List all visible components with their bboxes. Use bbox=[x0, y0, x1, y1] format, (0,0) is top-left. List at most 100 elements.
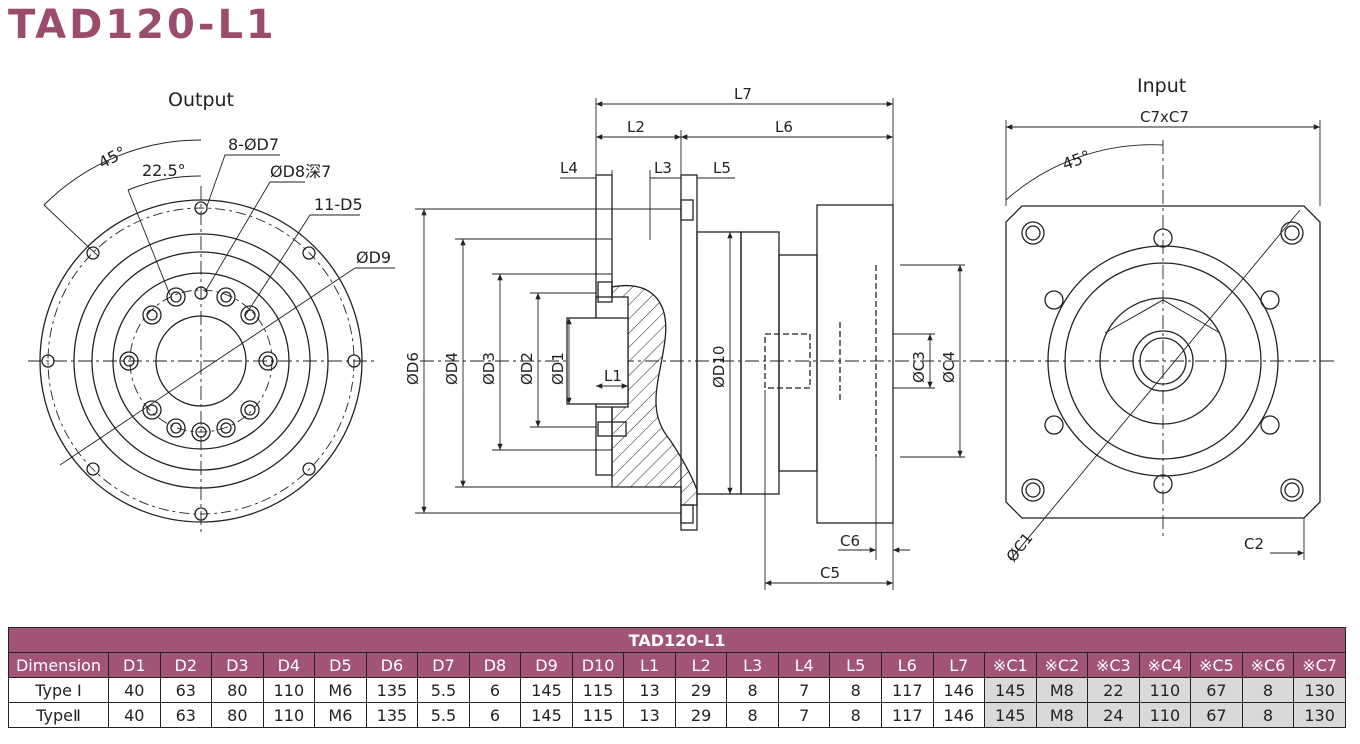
table-cell: 22 bbox=[1087, 677, 1140, 703]
c7xc7-label: C7xC7 bbox=[1140, 108, 1189, 126]
table-cell: 63 bbox=[159, 677, 213, 703]
table-cell: 29 bbox=[674, 677, 728, 703]
inner-holes bbox=[119, 286, 278, 442]
table-cell: 117 bbox=[880, 702, 934, 728]
c6-label: C6 bbox=[840, 532, 860, 550]
d4-label: ØD4 bbox=[443, 352, 461, 385]
table-header-cell: Dimension bbox=[8, 652, 109, 678]
table-cell: 135 bbox=[365, 702, 419, 728]
table-header-cell: L7 bbox=[932, 652, 986, 678]
table-header-cell: L4 bbox=[777, 652, 831, 678]
table-cell: 145 bbox=[520, 677, 573, 703]
technical-drawing: Output bbox=[28, 75, 1335, 590]
c5-label: C5 bbox=[820, 564, 840, 582]
table-cell: 146 bbox=[932, 702, 986, 728]
table-cell: 115 bbox=[571, 677, 625, 703]
table-cell: 7 bbox=[777, 702, 831, 728]
table-cell: 40 bbox=[108, 702, 161, 728]
table-cell: 110 bbox=[262, 677, 316, 703]
table-cell: 24 bbox=[1087, 702, 1140, 728]
table-title: TAD120-L1 bbox=[8, 627, 1346, 653]
table-header-cell: D4 bbox=[262, 652, 316, 678]
hole-d8-label: ØD8深7 bbox=[270, 162, 331, 181]
table-cell: 7 bbox=[777, 677, 831, 703]
table-cell: 5.5 bbox=[417, 702, 470, 728]
table-cell: 110 bbox=[262, 702, 316, 728]
table-cell: 67 bbox=[1190, 677, 1243, 703]
table-cell: 145 bbox=[984, 677, 1037, 703]
output-view: Output bbox=[28, 89, 395, 536]
table-cell: M6 bbox=[314, 677, 367, 703]
d6-label: ØD6 bbox=[404, 352, 422, 385]
table-cell: 130 bbox=[1293, 702, 1346, 728]
table-cell: 8 bbox=[1241, 702, 1295, 728]
table-header-cell: ※C1 bbox=[984, 652, 1037, 678]
dia-d9-label: ØD9 bbox=[356, 248, 391, 267]
outer-holes bbox=[41, 201, 361, 521]
l2-label: L2 bbox=[627, 118, 645, 136]
table-cell: 115 bbox=[571, 702, 625, 728]
table-header-cell: ※C3 bbox=[1087, 652, 1140, 678]
table-cell: 63 bbox=[159, 702, 213, 728]
table-header-cell: ※C4 bbox=[1138, 652, 1192, 678]
table-cell: 13 bbox=[623, 702, 676, 728]
l6-label: L6 bbox=[775, 118, 793, 136]
table-cell: 145 bbox=[984, 702, 1037, 728]
corner-holes bbox=[1021, 221, 1304, 502]
input-label: Input bbox=[1137, 75, 1186, 97]
table-cell: 110 bbox=[1138, 702, 1192, 728]
table-header-cell: ※C2 bbox=[1035, 652, 1089, 678]
page-title: TAD120-L1 bbox=[8, 2, 277, 48]
table-cell: M8 bbox=[1035, 677, 1089, 703]
holes-d5-label: 11-D5 bbox=[314, 195, 363, 214]
d10-label: ØD10 bbox=[710, 346, 728, 388]
table-header-cell: ※C5 bbox=[1190, 652, 1243, 678]
table-cell: 117 bbox=[880, 677, 934, 703]
c3-label: ØC3 bbox=[910, 351, 928, 383]
table-header-cell: ※C7 bbox=[1293, 652, 1346, 678]
socket-screws bbox=[1044, 228, 1280, 494]
side-view: L7 L2 L6 L4 L3 L5 L1 ØD6 ØD4 ØD3 ØD2 ØD1… bbox=[404, 85, 1000, 590]
table-header-cell: L3 bbox=[726, 652, 779, 678]
table-cell: 40 bbox=[108, 677, 161, 703]
c2-label: C2 bbox=[1244, 535, 1264, 553]
l5-label: L5 bbox=[713, 159, 731, 177]
table-header-cell: L1 bbox=[623, 652, 676, 678]
table-header-cell: D7 bbox=[417, 652, 470, 678]
l4-label: L4 bbox=[560, 159, 578, 177]
table-cell: 8 bbox=[829, 677, 882, 703]
table-header-cell: D1 bbox=[108, 652, 161, 678]
table-cell: 80 bbox=[211, 677, 264, 703]
d2-label: ØD2 bbox=[518, 352, 536, 385]
table-header-cell: D10 bbox=[571, 652, 625, 678]
d3-label: ØD3 bbox=[480, 352, 498, 385]
holes-d7-label: 8-ØD7 bbox=[228, 135, 279, 154]
table-cell: M6 bbox=[314, 702, 367, 728]
table-cell: 145 bbox=[520, 702, 573, 728]
row-label: TypeⅡ bbox=[8, 702, 109, 728]
l3-label: L3 bbox=[654, 159, 672, 177]
table-header-cell: D2 bbox=[159, 652, 213, 678]
angle-45-input-label: 45° bbox=[1060, 146, 1093, 174]
table-cell: 8 bbox=[726, 677, 779, 703]
angle-22-5-label: 22.5° bbox=[142, 161, 186, 180]
table-cell: 8 bbox=[726, 702, 779, 728]
table-cell: 67 bbox=[1190, 702, 1243, 728]
table-header-cell: D5 bbox=[314, 652, 367, 678]
table-header-cell: L5 bbox=[829, 652, 882, 678]
table-header-cell: D3 bbox=[211, 652, 264, 678]
table-cell: 29 bbox=[674, 702, 728, 728]
l1-label: L1 bbox=[604, 367, 622, 385]
input-view: Input C7xC7 45° ØC1 bbox=[995, 75, 1335, 565]
angle-45-output-label: 45° bbox=[95, 142, 129, 172]
table-cell: 110 bbox=[1138, 677, 1192, 703]
output-label: Output bbox=[168, 89, 234, 111]
c4-label: ØC4 bbox=[940, 351, 958, 383]
table-cell: 130 bbox=[1293, 677, 1346, 703]
table-cell: 146 bbox=[932, 677, 986, 703]
table-header-cell: L6 bbox=[880, 652, 934, 678]
row-label: Type Ⅰ bbox=[8, 677, 109, 703]
l7-label: L7 bbox=[734, 85, 752, 103]
